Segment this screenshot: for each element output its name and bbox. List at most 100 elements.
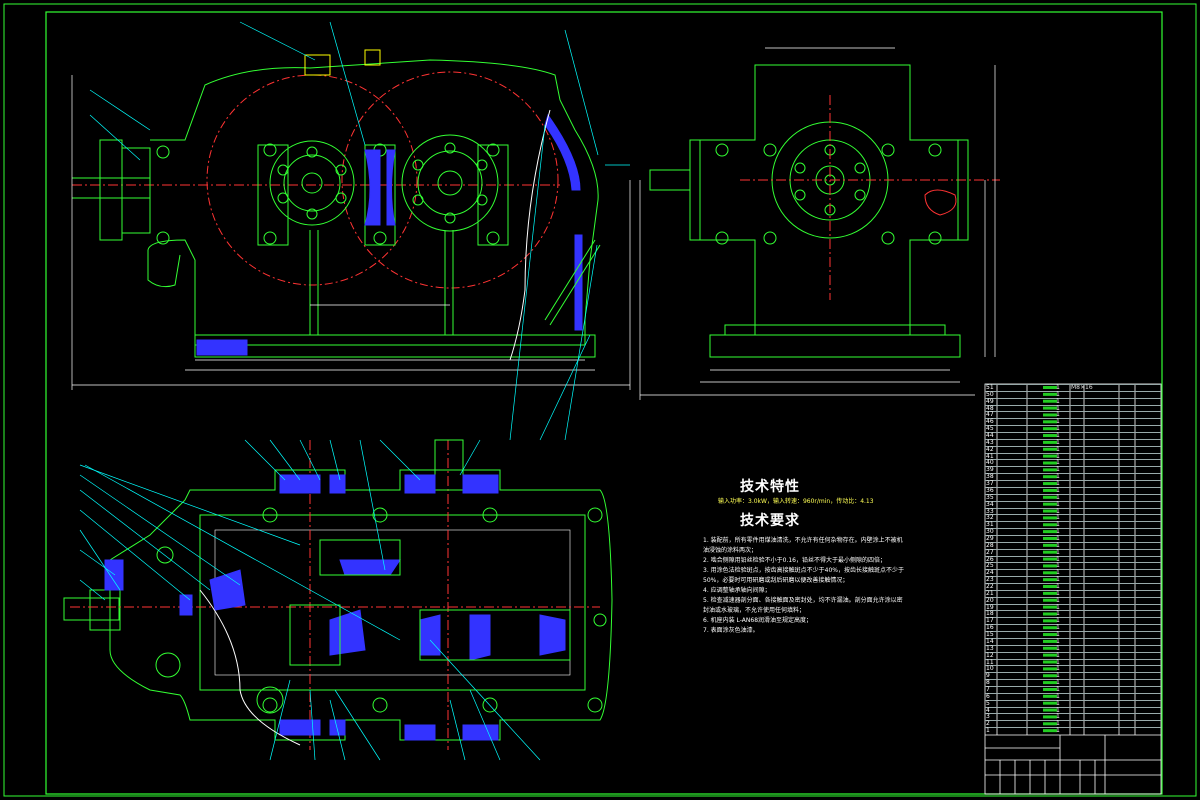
bom-name-mark <box>1043 543 1057 547</box>
tech-requirement-line: 油浸蚀的涂料两次； <box>703 547 758 554</box>
inner-border <box>45 11 1163 795</box>
bom-cell-qty: 1 <box>1056 480 1060 488</box>
bom-cell-no: 50 <box>986 390 994 398</box>
bom-cell-qty: 1 <box>1056 534 1060 542</box>
bom-cell-qty: 1 <box>1056 589 1060 597</box>
tech-requirement-line: 1. 装配前，所有零件用煤油清洗，不允许有任何杂物存在。内壁涂上不被机 <box>703 537 903 544</box>
bom-cell-qty: 1 <box>1056 548 1060 556</box>
bom-name-mark <box>1043 612 1057 616</box>
bom-cell-qty: 1 <box>1056 596 1060 604</box>
bom-name-mark <box>1043 413 1057 417</box>
bom-name-mark <box>1043 694 1057 698</box>
bom-name-mark <box>1043 482 1057 486</box>
bom-cell-qty: 1 <box>1056 438 1060 446</box>
bom-cell-qty: 1 <box>1056 624 1060 632</box>
bom-cell-no: 4 <box>986 706 990 714</box>
bom-name-mark <box>1043 420 1057 424</box>
bom-cell-no: 35 <box>986 493 994 501</box>
tech-characteristics-title: 技术特性 <box>740 479 800 495</box>
tech-characteristics-text: 输入功率：3.0kW，输入转速：960r/min，传动比：4.13 <box>718 498 874 505</box>
bom-cell-qty: 1 <box>1056 651 1060 659</box>
bom-cell-no: 47 <box>986 411 994 419</box>
bom-cell-qty: 1 <box>1056 390 1060 398</box>
bom-cell-qty: 1 <box>1056 500 1060 508</box>
bom-name-mark <box>1043 530 1057 534</box>
bom-name-mark <box>1043 660 1057 664</box>
bom-cell-qty: 1 <box>1056 679 1060 687</box>
bom-cell-qty: 1 <box>1056 672 1060 680</box>
bom-row: 47 1 <box>985 411 1161 418</box>
bom-name-mark <box>1043 536 1057 540</box>
side-view <box>639 47 1000 400</box>
bom-cell-no: 14 <box>986 637 994 645</box>
bom-cell-qty: 1 <box>1056 486 1060 494</box>
tech-requirement-line: 50%，必要时可用研磨或刮后研磨以便改善接触情况； <box>703 577 849 584</box>
bom-name-mark <box>1043 488 1057 492</box>
bom-name-mark <box>1043 509 1057 513</box>
bom-cell-qty: 1 <box>1056 583 1060 591</box>
bom-cell-no: 6 <box>986 692 990 700</box>
bom-cell-no: 44 <box>986 432 994 440</box>
bom-cell-no: 41 <box>986 452 994 460</box>
bom-cell-no: 19 <box>986 603 994 611</box>
bom-cell-qty: 1 <box>1056 384 1060 391</box>
tech-requirement-line: 5. 检查减速器剖分面、各接触面及密封处，均不许漏油。剖分面允许涂以密 <box>703 597 903 604</box>
bom-cell-no: 21 <box>986 589 994 597</box>
tech-requirement-line: 6. 机座内装 L-AN68润滑油至规定高度； <box>703 617 813 624</box>
bom-row: 19 1 <box>985 603 1161 611</box>
top-view <box>63 439 613 761</box>
bom-cell-no: 33 <box>986 507 994 515</box>
bom-name-mark <box>1043 591 1057 595</box>
bom-name-mark <box>1043 605 1057 609</box>
bom-name-mark <box>1043 564 1057 568</box>
bom-name-mark <box>1043 502 1057 506</box>
bom-name-mark <box>1043 399 1057 403</box>
tech-requirement-line: 7. 表面涂灰色油漆。 <box>703 627 759 634</box>
bom-cell-qty: 1 <box>1056 603 1060 611</box>
bom-row: 50 1 <box>985 390 1161 398</box>
bom-cell-no: 2 <box>986 720 990 728</box>
bom-cell-qty: 1 <box>1056 720 1060 728</box>
bom-cell-no: 3 <box>986 713 990 721</box>
bom-cell-no: 40 <box>986 459 994 467</box>
bom-name-mark <box>1043 495 1057 499</box>
bom-name-mark <box>1043 585 1057 589</box>
bom-cell-no: 24 <box>986 569 994 577</box>
bom-cell-qty: 1 <box>1056 685 1060 693</box>
bom-cell-qty: 1 <box>1056 473 1060 481</box>
bom-cell-qty: 1 <box>1056 576 1060 584</box>
bom-cell-no: 10 <box>986 665 994 673</box>
bom-cell-no: 48 <box>986 404 994 412</box>
tech-requirement-line: 2. 啮合侧隙用铅丝检验不小于0.16，铅丝不得大于最小侧隙的四倍； <box>703 557 886 564</box>
bom-name-mark <box>1043 646 1057 650</box>
bom-name-mark <box>1043 475 1057 479</box>
tech-requirements-title: 技术要求 <box>740 513 800 529</box>
bom-cell-no: 32 <box>986 514 994 522</box>
bom-marks <box>1043 386 1057 733</box>
bom-name-mark <box>1043 523 1057 527</box>
bom-cell-qty: 1 <box>1056 411 1060 419</box>
bom-name-mark <box>1043 674 1057 678</box>
bom-cell-no: 28 <box>986 541 994 549</box>
bom-name-mark <box>1043 626 1057 630</box>
